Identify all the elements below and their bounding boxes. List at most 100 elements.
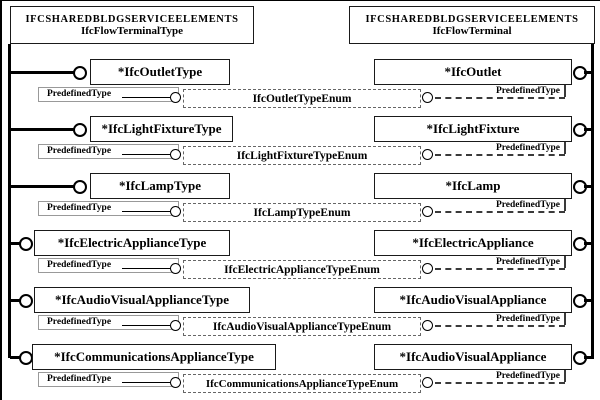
attribute-line xyxy=(122,325,172,326)
optional-attribute-stub xyxy=(564,313,566,325)
entity-name: *IfcAudioVisualAppliance xyxy=(399,292,547,307)
entity-box-type: *IfcLampType xyxy=(90,173,230,199)
entity-name: *IfcLightFixture xyxy=(426,121,520,136)
right-trunk-line xyxy=(591,44,594,358)
attribute-name: PredefinedType xyxy=(495,199,560,210)
supertype-circle-icon xyxy=(19,237,33,251)
diagram-row: *IfcLampType PredefinedType IfcLampTypeE… xyxy=(2,173,600,231)
attribute-line xyxy=(122,268,172,269)
entity-name: *IfcAudioVisualApplianceType xyxy=(54,292,230,307)
attribute-circle-icon xyxy=(170,92,181,103)
attribute-circle-icon xyxy=(422,92,433,103)
optional-attribute-line xyxy=(435,381,565,384)
attribute-name: PredefinedType xyxy=(47,317,112,327)
entity-box-occurrence: *IfcElectricAppliance xyxy=(374,230,572,256)
enum-name: IfcElectricApplianceTypeEnum xyxy=(224,263,380,276)
attribute-circle-icon xyxy=(422,320,433,331)
optional-attribute-line xyxy=(435,324,565,327)
entity-box-occurrence: *IfcAudioVisualAppliance xyxy=(374,344,572,370)
entity-box-occurrence: *IfcAudioVisualAppliance xyxy=(374,287,572,313)
entity-name: *IfcElectricAppliance xyxy=(412,235,534,250)
entity-box-type: *IfcCommunicationsApplianceType xyxy=(32,344,276,370)
entity-box-occurrence: *IfcOutlet xyxy=(374,59,572,85)
supertype-circle-icon xyxy=(73,66,87,80)
attribute-line xyxy=(122,211,172,212)
enum-name: IfcAudioVisualApplianceTypeEnum xyxy=(212,320,392,333)
optional-attribute-line xyxy=(435,96,565,99)
entity-name: *IfcAudioVisualAppliance xyxy=(399,349,547,364)
enum-name: IfcOutletTypeEnum xyxy=(252,92,352,105)
entity-box-occurrence: *IfcLamp xyxy=(374,173,572,199)
attribute-circle-icon xyxy=(422,206,433,217)
attribute-name: PredefinedType xyxy=(47,89,112,99)
schema-entity: IfcFlowTerminal xyxy=(432,24,512,37)
enum-name: IfcCommunicationsApplianceTypeEnum xyxy=(205,377,399,390)
optional-attribute-line xyxy=(435,153,565,156)
supertype-connector-line xyxy=(10,298,20,302)
supertype-circle-icon xyxy=(19,351,33,365)
supertype-connector-line xyxy=(10,241,20,245)
supertype-connector-line xyxy=(10,355,20,359)
attribute-box: PredefinedType xyxy=(38,258,179,273)
supertype-circle-icon xyxy=(73,180,87,194)
optional-attribute-stub xyxy=(564,199,566,211)
diagram-row: *IfcCommunicationsApplianceType Predefin… xyxy=(2,344,600,400)
enum-name: IfcLampTypeEnum xyxy=(253,206,351,219)
supertype-connector-line xyxy=(584,355,594,359)
optional-attribute-stub xyxy=(564,142,566,154)
diagram-row: *IfcOutletType PredefinedType IfcOutletT… xyxy=(2,59,600,117)
attribute-circle-icon xyxy=(170,320,181,331)
enum-box: IfcLampTypeEnum xyxy=(183,203,421,222)
attribute-box: PredefinedType xyxy=(38,144,179,159)
supertype-connector-line xyxy=(10,127,74,131)
optional-attribute-line xyxy=(435,267,565,270)
diagram-row: *IfcElectricApplianceType PredefinedType… xyxy=(2,230,600,288)
supertype-connector-line xyxy=(584,241,594,245)
entity-name: *IfcCommunicationsApplianceType xyxy=(54,349,254,364)
optional-attribute-stub xyxy=(564,256,566,268)
attribute-circle-icon xyxy=(170,206,181,217)
attribute-name: PredefinedType xyxy=(47,260,112,270)
attribute-name: PredefinedType xyxy=(495,142,560,153)
entity-name: *IfcLightFixtureType xyxy=(101,121,222,136)
entity-box-type: *IfcAudioVisualApplianceType xyxy=(34,287,250,313)
supertype-connector-line xyxy=(584,127,594,131)
entity-box-type: *IfcElectricApplianceType xyxy=(34,230,230,256)
supertype-connector-line xyxy=(584,184,594,188)
enum-box: IfcAudioVisualApplianceTypeEnum xyxy=(183,317,421,336)
supertype-connector-line xyxy=(584,70,594,74)
attribute-name: PredefinedType xyxy=(47,203,112,213)
attribute-name: PredefinedType xyxy=(495,370,560,381)
diagram-row: *IfcLightFixtureType PredefinedType IfcL… xyxy=(2,116,600,174)
supertype-circle-icon xyxy=(73,123,87,137)
left-trunk-line xyxy=(8,44,11,358)
enum-box: IfcElectricApplianceTypeEnum xyxy=(183,260,421,279)
attribute-box: PredefinedType xyxy=(38,201,179,216)
attribute-box: PredefinedType xyxy=(38,372,179,387)
entity-name: *IfcLampType xyxy=(118,178,202,193)
attribute-name: PredefinedType xyxy=(47,374,112,384)
entity-name: *IfcOutlet xyxy=(444,64,502,79)
enum-box: IfcOutletTypeEnum xyxy=(183,89,421,108)
entity-name: *IfcLamp xyxy=(445,178,501,193)
attribute-line xyxy=(122,97,172,98)
schema-header-left: IFCSHAREDBLDGSERVICEELEMENTS IfcFlowTerm… xyxy=(10,6,254,44)
optional-attribute-line xyxy=(435,210,565,213)
optional-attribute-stub xyxy=(564,85,566,97)
schema-entity: IfcFlowTerminalType xyxy=(80,24,184,37)
enum-box: IfcLightFixtureTypeEnum xyxy=(183,146,421,165)
schema-name: IFCSHAREDBLDGSERVICEELEMENTS xyxy=(365,13,579,25)
attribute-box: PredefinedType xyxy=(38,87,179,102)
attribute-line xyxy=(122,154,172,155)
attribute-circle-icon xyxy=(422,377,433,388)
enum-box: IfcCommunicationsApplianceTypeEnum xyxy=(183,374,421,393)
attribute-name: PredefinedType xyxy=(495,85,560,96)
attribute-circle-icon xyxy=(422,263,433,274)
attribute-name: PredefinedType xyxy=(495,256,560,267)
entity-box-type: *IfcLightFixtureType xyxy=(90,116,233,142)
supertype-circle-icon xyxy=(19,294,33,308)
supertype-connector-line xyxy=(584,298,594,302)
attribute-name: PredefinedType xyxy=(47,146,112,156)
attribute-name: PredefinedType xyxy=(495,313,560,324)
supertype-connector-line xyxy=(10,70,74,74)
